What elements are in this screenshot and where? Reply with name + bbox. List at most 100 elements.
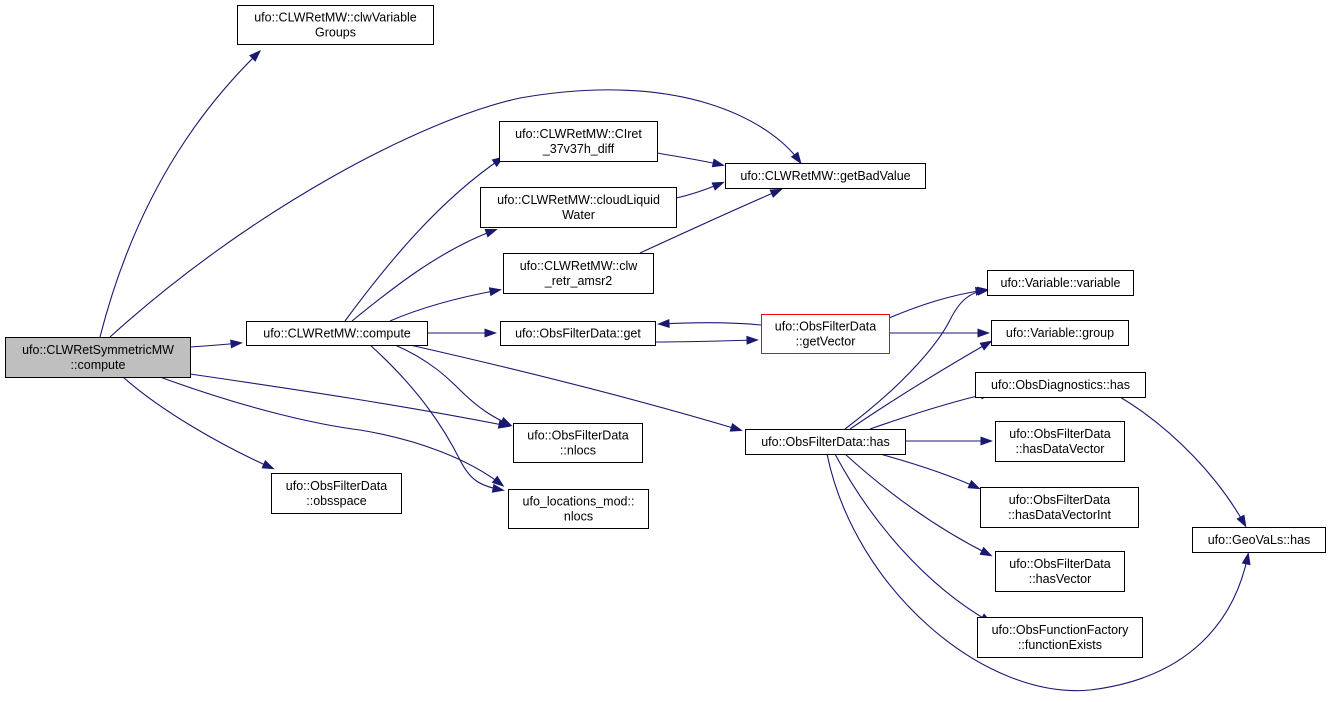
node-box <box>761 314 890 354</box>
node-label: ::functionExists <box>1018 638 1102 652</box>
node-box <box>499 121 658 162</box>
edges-layer <box>99 49 1251 692</box>
node-label: ufo::ObsFilterData <box>286 479 387 493</box>
edge-clret-to-getbad <box>656 152 723 166</box>
node-locnlocs[interactable]: ufo_locations_mod::nlocs <box>508 489 649 529</box>
edge-getvector-to-varvariable <box>888 289 986 319</box>
nodes-layer: ufo::CLWRetSymmetricMW::compute ufo::CLWR… <box>5 5 1326 658</box>
node-vargroup[interactable]: ufo::Variable::group <box>991 320 1129 346</box>
edge-diaghas-to-geovalshas <box>1119 396 1246 526</box>
node-hasdatavector[interactable]: ufo::ObsFilterData::hasDataVector <box>995 421 1125 462</box>
node-box <box>5 337 191 378</box>
node-label: ufo::ObsFilterData::has <box>761 435 890 449</box>
node-label: Water <box>562 208 595 222</box>
edge-compute-to-cloudliquid <box>351 229 496 322</box>
node-label: ufo::Variable::variable <box>1001 276 1121 290</box>
node-label: ::hasDataVector <box>1016 442 1105 456</box>
node-label: _37v37h_diff <box>542 142 615 156</box>
node-label: ufo::CLWRetMW::getBadValue <box>740 169 910 183</box>
node-label: ufo::CLWRetMW::cloudLiquid <box>497 193 660 207</box>
arrowhead-compute-to-fdnlocs <box>499 416 513 427</box>
node-geovalshas[interactable]: ufo::GeoVaLs::has <box>1192 527 1326 553</box>
node-label: ::hasVector <box>1029 572 1092 586</box>
node-label: ::hasDataVectorInt <box>1008 508 1111 522</box>
node-clret[interactable]: ufo::CLWRetMW::CIret_37v37h_diff <box>499 121 658 162</box>
arrowhead-root-to-getbad <box>790 151 802 165</box>
edge-root-to-getbad <box>109 89 801 338</box>
arrowhead-compute-to-cloudliquid <box>484 228 498 238</box>
node-root[interactable]: ufo::CLWRetSymmetricMW::compute <box>5 337 191 378</box>
node-label: nlocs <box>564 510 593 524</box>
node-clwretr[interactable]: ufo::CLWRetMW::clw_retr_amsr2 <box>503 253 654 294</box>
edge-clwretr-to-getbad <box>639 189 781 254</box>
arrowhead-compute-to-fdhas <box>729 422 743 432</box>
node-box <box>237 5 434 45</box>
node-box <box>513 423 643 463</box>
node-box <box>246 321 428 346</box>
node-fdhas[interactable]: ufo::ObsFilterData::has <box>745 429 906 455</box>
node-fdget[interactable]: ufo::ObsFilterData::get <box>500 321 656 346</box>
node-label: _retr_amsr2 <box>544 274 612 288</box>
node-label: ufo::ObsFunctionFactory <box>992 623 1130 637</box>
arrowhead-fdget-to-getvector <box>746 335 759 345</box>
edge-compute-to-locnlocs <box>369 344 503 491</box>
node-label: ::compute <box>71 358 126 372</box>
arrowhead-fdhas-to-hasdatavectorint <box>967 479 981 490</box>
node-label: ufo::ObsFilterData <box>527 429 628 443</box>
edge-fdhas-to-varvariable <box>844 289 988 430</box>
node-box <box>977 617 1143 658</box>
arrowhead-root-to-clwvargroups <box>249 49 262 62</box>
node-label: ufo::CLWRetMW::CIret <box>515 127 642 141</box>
arrowhead-fdhas-to-hasvector <box>979 546 993 557</box>
edge-compute-to-clret <box>344 157 503 322</box>
node-diaghas[interactable]: ufo::ObsDiagnostics::has <box>975 372 1146 398</box>
node-box <box>271 473 402 514</box>
node-obsspace[interactable]: ufo::ObsFilterData::obsspace <box>271 473 402 514</box>
edge-compute-to-clwretr <box>389 289 500 322</box>
edge-fdget-to-getvector <box>654 339 757 343</box>
node-box <box>1192 527 1326 553</box>
node-box <box>503 253 654 294</box>
node-box <box>500 321 656 346</box>
arrowhead-root-to-compute <box>230 339 243 349</box>
node-funcexists[interactable]: ufo::ObsFunctionFactory::functionExists <box>977 617 1143 658</box>
edge-fdhas-to-funcexists <box>834 453 991 623</box>
node-getbad[interactable]: ufo::CLWRetMW::getBadValue <box>725 163 926 189</box>
arrowhead-compute-to-fdget <box>484 328 497 338</box>
node-label: ufo::CLWRetMW::compute <box>263 327 411 341</box>
edge-root-to-fdnlocs <box>189 373 509 427</box>
node-box <box>995 551 1125 592</box>
node-compute[interactable]: ufo::CLWRetMW::compute <box>246 321 428 346</box>
arrowhead-root-to-obsspace <box>261 460 275 470</box>
node-label: ufo::Variable::group <box>1006 326 1114 340</box>
arrowhead-diaghas-to-geovalshas <box>1236 514 1247 528</box>
node-varvariable[interactable]: ufo::Variable::variable <box>987 270 1134 296</box>
node-label: ufo::ObsFilterData <box>1009 427 1110 441</box>
arrowhead-getvector-to-fdget <box>657 319 670 329</box>
arrowhead-fdhas-to-geovalshas <box>1241 552 1251 566</box>
node-label: Groups <box>315 26 356 40</box>
arrowhead-getvector-to-vargroup <box>977 328 990 338</box>
node-getvector[interactable]: ufo::ObsFilterData::getVector <box>761 314 890 354</box>
edge-root-to-clwvargroups <box>99 51 260 338</box>
arrowhead-cloudliquid-to-getbad <box>711 181 725 191</box>
arrowhead-fdhas-to-varvariable <box>977 286 990 296</box>
edge-getvector-to-fdget <box>659 322 762 326</box>
edge-fdhas-to-diaghas <box>869 392 991 430</box>
edge-compute-to-fdnlocs <box>394 344 511 426</box>
edge-fdhas-to-hasdatavectorint <box>879 453 979 489</box>
node-label: ufo::CLWRetMW::clw <box>520 259 639 273</box>
node-fdnlocs[interactable]: ufo::ObsFilterData::nlocs <box>513 423 643 463</box>
node-hasvector[interactable]: ufo::ObsFilterData::hasVector <box>995 551 1125 592</box>
node-box <box>975 372 1146 398</box>
edge-root-to-locnlocs <box>159 376 503 486</box>
arrowhead-clret-to-getbad <box>711 158 725 168</box>
arrowhead-compute-to-clwretr <box>488 287 502 297</box>
node-label: ::obsspace <box>306 494 367 508</box>
node-hasdatavectorint[interactable]: ufo::ObsFilterData::hasDataVectorInt <box>980 487 1139 528</box>
node-label: ufo::CLWRetMW::clwVariable <box>254 11 417 25</box>
node-box <box>987 270 1134 296</box>
node-label: ::nlocs <box>560 444 596 458</box>
